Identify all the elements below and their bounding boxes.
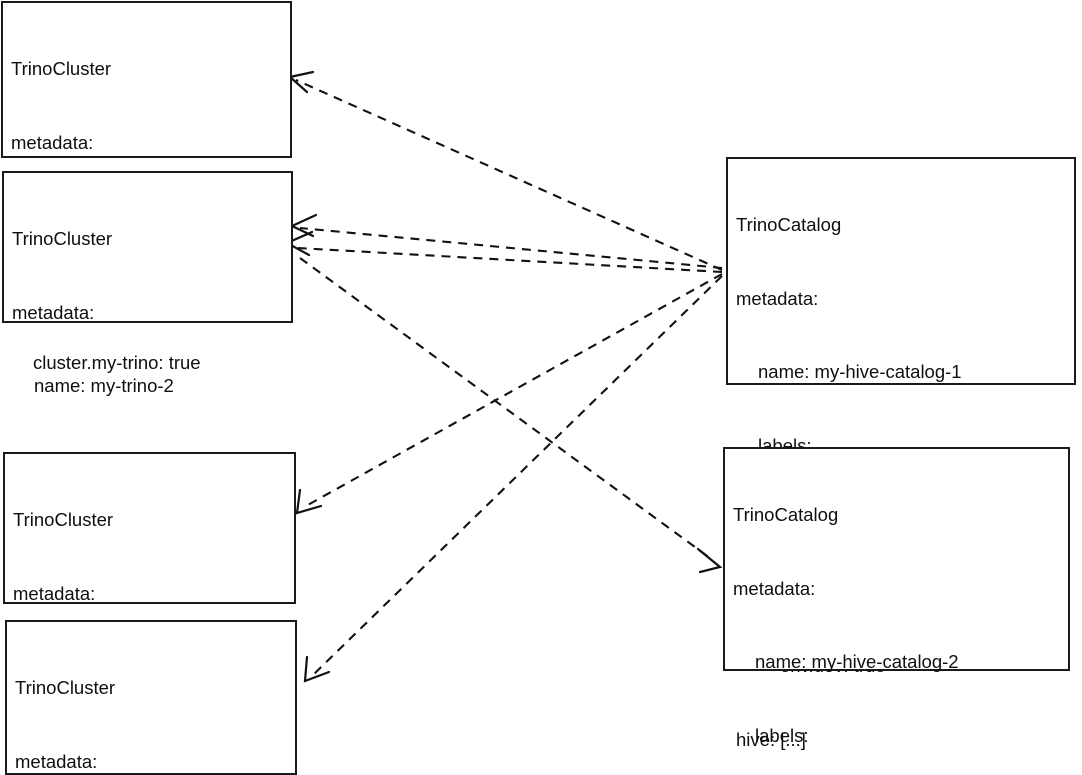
node-line: metadata: <box>11 131 94 153</box>
edge-catalog1-to-my-trino <box>287 70 723 271</box>
node-line: metadata: <box>13 582 96 604</box>
edge-catalog1-to-my-trino-2 <box>289 213 723 270</box>
node-line: name: my-hive-catalog-2 <box>755 651 959 672</box>
node-trinocatalog-my-hive-catalog-2[interactable]: TrinoCatalog metadata: name: my-hive-cat… <box>723 447 1070 746</box>
node-trinocluster-my-trino[interactable]: TrinoCluster metadata: name: my-trino ca… <box>1 1 292 373</box>
node-line: labels: <box>755 724 809 746</box>
node-line: metadata: <box>12 301 95 323</box>
node-body: TrinoCatalog metadata: name: my-hive-cat… <box>733 454 1064 775</box>
node-trinocluster-my-trino-green[interactable]: TrinoCluster metadata: name: my-trino-gr… <box>5 620 297 775</box>
node-line: TrinoCatalog <box>733 504 839 525</box>
node-line: cluster.my-trino: true <box>33 352 201 373</box>
node-line: TrinoCluster <box>15 677 116 698</box>
node-line: TrinoCluster <box>13 509 114 530</box>
node-line: metadata: <box>733 577 816 599</box>
node-trinocluster-my-trino-2[interactable]: TrinoCluster metadata: name: my-trino-2 … <box>2 171 293 543</box>
node-line: TrinoCatalog <box>736 214 842 235</box>
node-body: TrinoCluster metadata: name: my-trino-gr… <box>15 627 291 775</box>
edge-my-trino-2-to-catalog2 <box>299 257 723 574</box>
edge-catalog1-to-my-trino-2-alt <box>284 230 723 274</box>
node-line: name: my-hive-catalog-1 <box>758 361 962 382</box>
node-line: TrinoCluster <box>12 228 113 249</box>
node-line: metadata: <box>15 750 98 772</box>
node-trinocatalog-my-hive-catalog-1[interactable]: TrinoCatalog metadata: name: my-hive-cat… <box>726 157 1076 750</box>
node-line: TrinoCluster <box>11 58 112 79</box>
edge-catalog1-to-my-trino-blue <box>295 273 723 515</box>
node-line: name: my-trino-2 <box>34 375 174 396</box>
edge-catalog1-to-my-trino-green <box>303 275 723 683</box>
node-line: metadata: <box>736 287 819 309</box>
node-line: hive: [...] <box>736 728 806 750</box>
node-trinocluster-my-trino-blue[interactable]: TrinoCluster metadata: name: my-trino-bl… <box>3 452 296 751</box>
